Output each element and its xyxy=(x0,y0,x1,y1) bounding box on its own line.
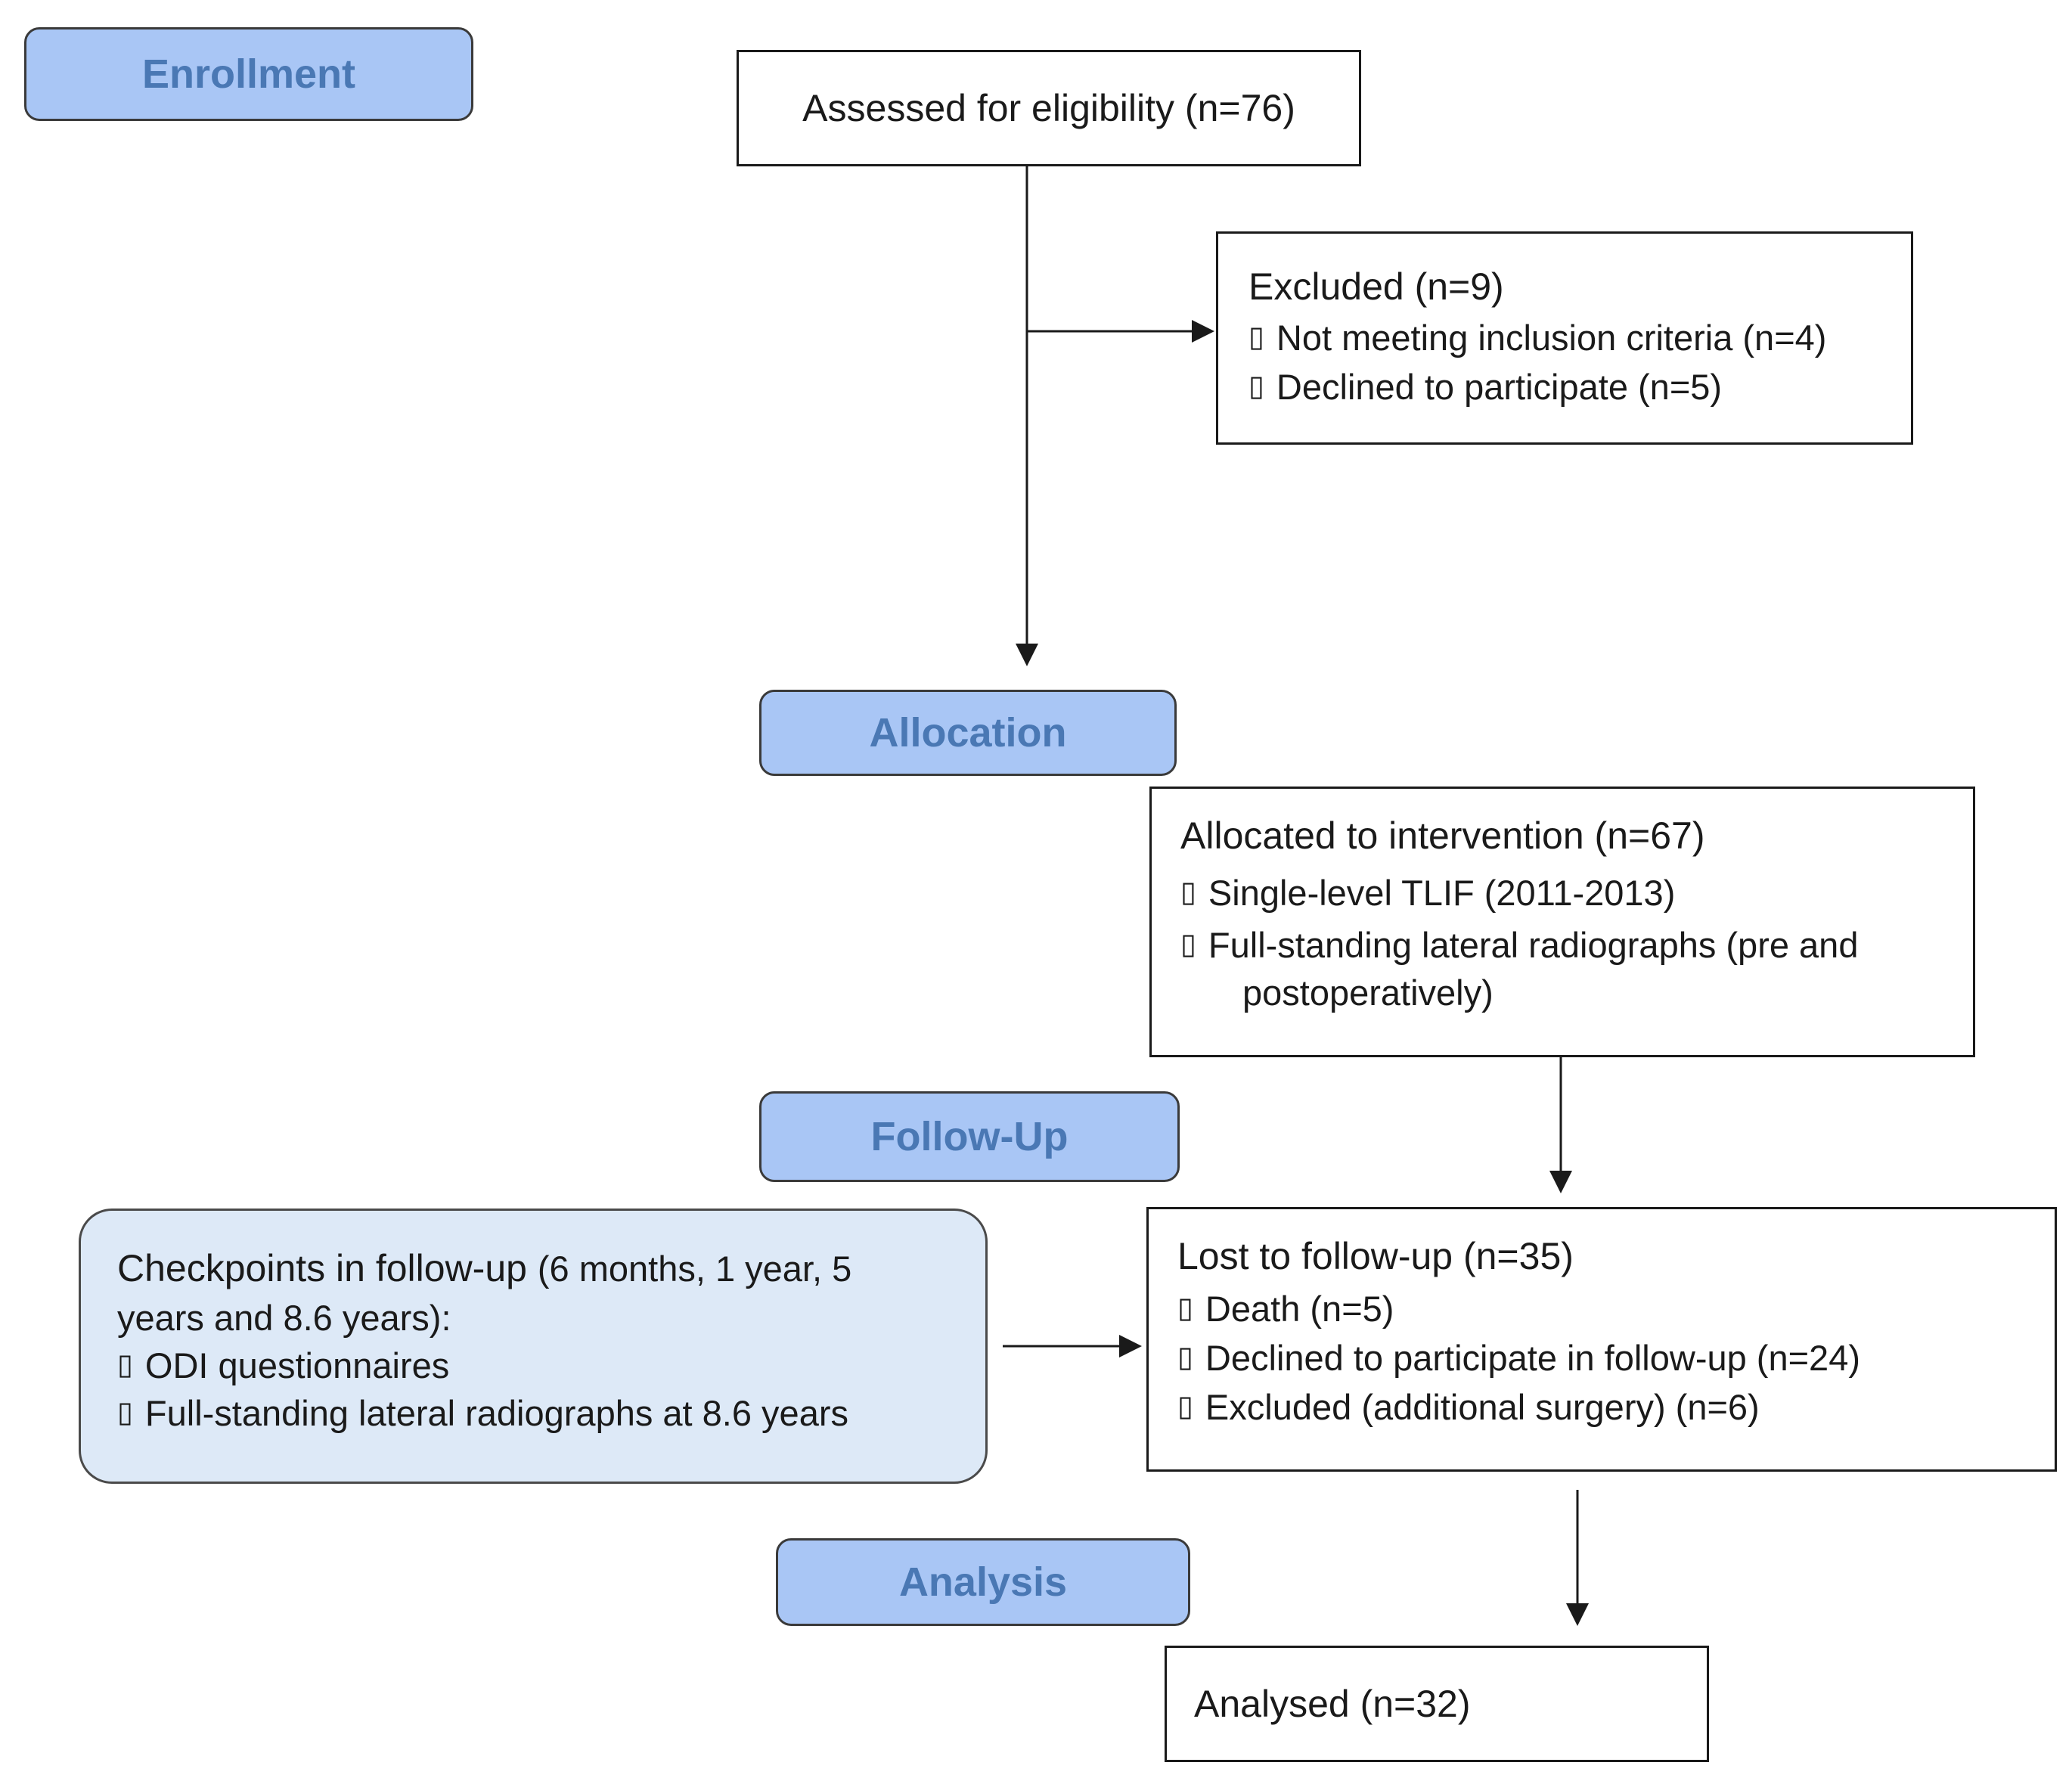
checkbox-bullet-icon: ▯ xyxy=(1177,1341,1193,1373)
stage-follow-up: Follow-Up xyxy=(759,1091,1180,1182)
assessed-title: Assessed for eligibility (n=76) xyxy=(802,86,1295,129)
checkbox-bullet-icon: ▯ xyxy=(1248,321,1264,353)
checkbox-bullet-icon: ▯ xyxy=(117,1397,133,1429)
checkpoints-title-rest: (6 months, 1 year, 5 xyxy=(537,1249,852,1289)
lost-item: ▯Death (n=5) xyxy=(1177,1289,1394,1329)
excluded-box: Excluded (n=9) ▯Not meeting inclusion cr… xyxy=(1216,231,1913,445)
lost-box: Lost to follow-up (n=35) ▯Death (n=5) ▯D… xyxy=(1146,1207,2057,1472)
checkbox-bullet-icon: ▯ xyxy=(117,1348,133,1381)
checkbox-bullet-icon: ▯ xyxy=(1177,1292,1193,1324)
excluded-item: ▯Declined to participate (n=5) xyxy=(1248,367,1723,408)
allocated-item-continuation: postoperatively) xyxy=(1242,973,1494,1013)
allocated-item: ▯Full-standing lateral radiographs (pre … xyxy=(1180,925,1859,966)
checkbox-bullet-icon: ▯ xyxy=(1180,876,1196,908)
checkbox-bullet-icon: ▯ xyxy=(1248,370,1264,402)
stage-enrollment: Enrollment xyxy=(24,27,473,121)
checkpoints-box: Checkpoints in follow-up (6 months, 1 ye… xyxy=(79,1209,988,1484)
allocated-box: Allocated to intervention (n=67) ▯Single… xyxy=(1149,787,1975,1057)
checkpoints-title-main: Checkpoints in follow-up xyxy=(117,1247,527,1289)
excluded-title: Excluded (n=9) xyxy=(1248,265,1504,308)
stage-allocation: Allocation xyxy=(759,690,1177,776)
checkpoints-title: Checkpoints in follow-up (6 months, 1 ye… xyxy=(117,1244,985,1293)
analysed-title: Analysed (n=32) xyxy=(1194,1682,1471,1725)
checkpoints-title-line2: years and 8.6 years): xyxy=(117,1298,451,1338)
lost-item: ▯Excluded (additional surgery) (n=6) xyxy=(1177,1387,1760,1428)
stage-analysis: Analysis xyxy=(776,1538,1190,1626)
checkbox-bullet-icon: ▯ xyxy=(1177,1391,1193,1423)
lost-title: Lost to follow-up (n=35) xyxy=(1177,1235,1574,1277)
assessed-box: Assessed for eligibility (n=76) xyxy=(737,50,1361,166)
allocated-item: ▯Single-level TLIF (2011-2013) xyxy=(1180,873,1676,913)
allocated-title: Allocated to intervention (n=67) xyxy=(1180,814,1705,857)
lost-item: ▯Declined to participate in follow-up (n… xyxy=(1177,1338,1860,1379)
analysed-box: Analysed (n=32) xyxy=(1165,1646,1709,1762)
checkpoints-item: ▯ODI questionnaires xyxy=(117,1345,450,1386)
excluded-item: ▯Not meeting inclusion criteria (n=4) xyxy=(1248,318,1827,358)
checkbox-bullet-icon: ▯ xyxy=(1180,928,1196,960)
checkpoints-item: ▯Full-standing lateral radiographs at 8.… xyxy=(117,1393,848,1434)
